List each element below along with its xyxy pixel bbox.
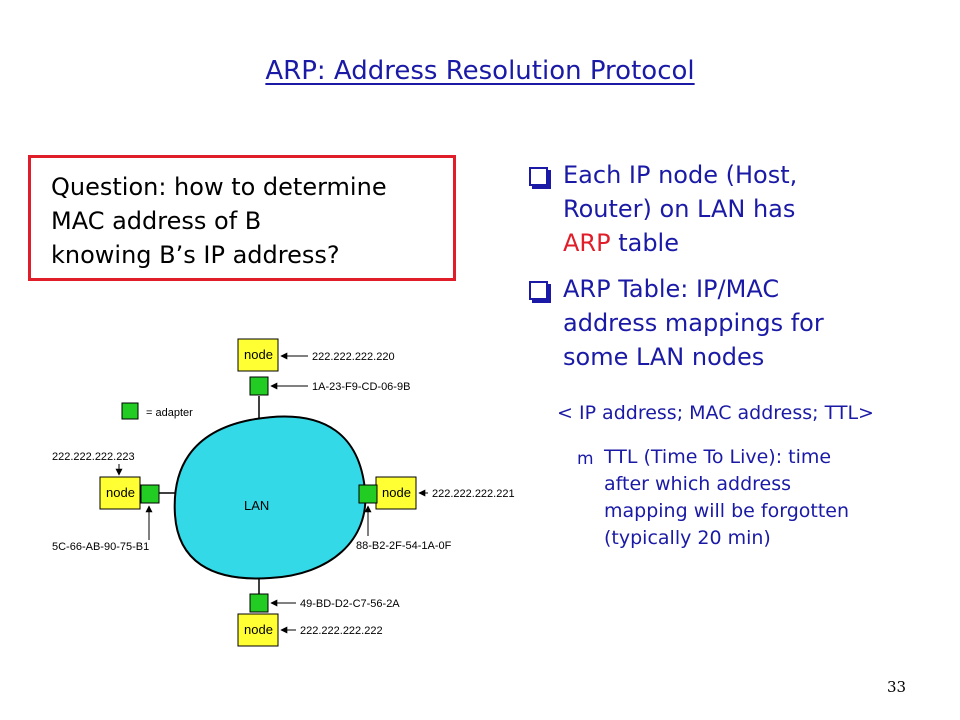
bullet-list: Each IP node (Host, Router) on LAN has A…: [525, 158, 945, 386]
ip-label-top: 222.222.222.220: [312, 351, 395, 363]
mac-label-right: 88-B2-2F-54-1A-0F: [356, 540, 452, 552]
page-number: 33: [887, 678, 907, 696]
node-right: [375, 476, 417, 510]
adapter-bottom: [249, 593, 269, 613]
sub-bullet-line: TTL (Time To Live): time: [604, 446, 832, 468]
sub-bullet-line: after which address: [604, 473, 792, 495]
node-label: node: [244, 347, 273, 362]
adapter-legend-label: = adapter: [146, 407, 193, 419]
mac-label-left: 5C-66-AB-90-75-B1: [52, 541, 149, 553]
node-bottom: [237, 613, 279, 647]
lan-cloud: [173, 415, 367, 580]
question-line: Question: how to determine: [51, 173, 387, 201]
checkbox-bullet-icon: [529, 167, 548, 186]
adapter-top: [249, 376, 269, 396]
lan-label: LAN: [244, 498, 269, 513]
sub-bullet-icon: m: [577, 449, 594, 469]
node-label: node: [382, 485, 411, 500]
adapter-left: [140, 484, 160, 504]
ip-label-right: 222.222.222.221: [432, 488, 515, 500]
bullet-line: address mappings for: [563, 309, 824, 337]
mac-label-top: 1A-23-F9-CD-06-9B: [312, 381, 410, 393]
bullet-line-rest: table: [610, 229, 679, 257]
bullet-line: Each IP node (Host,: [563, 161, 798, 189]
ip-label-left: 222.222.222.223: [52, 451, 135, 463]
adapter-right: [358, 484, 378, 504]
question-box: Question: how to determine MAC address o…: [28, 155, 456, 281]
sub-bullet-line: mapping will be forgotten: [604, 500, 850, 522]
sub-bullet-ttl: m TTL (Time To Live): time after which a…: [577, 444, 960, 552]
arp-tuple: < IP address; MAC address; TTL>: [557, 402, 874, 424]
bullet-arp-table-per-node: Each IP node (Host, Router) on LAN has A…: [525, 158, 945, 260]
checkbox-bullet-icon: [529, 281, 548, 300]
node-label: node: [244, 622, 273, 637]
bullet-line: some LAN nodes: [563, 343, 765, 371]
bullet-line: Router) on LAN has: [563, 195, 796, 223]
arp-highlight: ARP: [563, 229, 611, 257]
bullet-line: ARP table: [563, 226, 945, 260]
ip-label-bottom: 222.222.222.222: [300, 625, 383, 637]
node-label: node: [106, 485, 135, 500]
node-left: [99, 476, 141, 510]
bullet-line: ARP Table: IP/MAC: [563, 275, 780, 303]
bullet-arp-table-mappings: ARP Table: IP/MAC address mappings for s…: [525, 272, 945, 374]
node-top: [237, 338, 279, 372]
sub-bullet-line: (typically 20 min): [604, 527, 771, 549]
mac-label-bottom: 49-BD-D2-C7-56-2A: [300, 598, 400, 610]
question-line: MAC address of B: [51, 207, 262, 235]
question-line: knowing B’s IP address?: [51, 241, 340, 269]
slide-title: ARP: Address Resolution Protocol: [265, 56, 695, 86]
adapter-legend-icon: [121, 402, 139, 420]
